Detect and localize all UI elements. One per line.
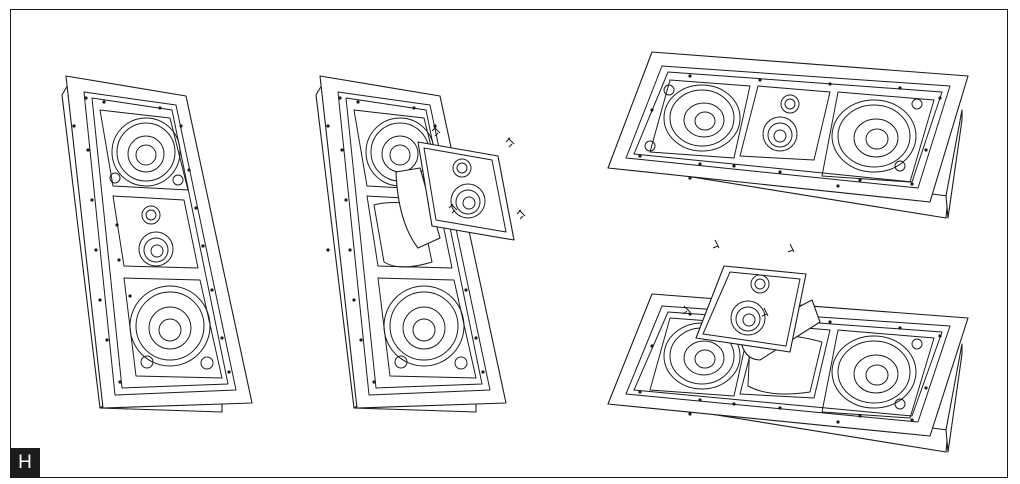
loose-screws-lower xyxy=(682,239,795,317)
vertical-speaker-assembled xyxy=(61,75,253,413)
step-label: H xyxy=(18,452,32,473)
horizontal-speaker-assembled xyxy=(607,51,969,219)
step-label-badge: H xyxy=(10,448,40,478)
loose-screws xyxy=(431,126,526,220)
horizontal-speaker-pivot-open xyxy=(607,239,969,453)
vertical-speaker-pivot-open xyxy=(315,75,526,413)
figure-frame xyxy=(10,9,1008,478)
